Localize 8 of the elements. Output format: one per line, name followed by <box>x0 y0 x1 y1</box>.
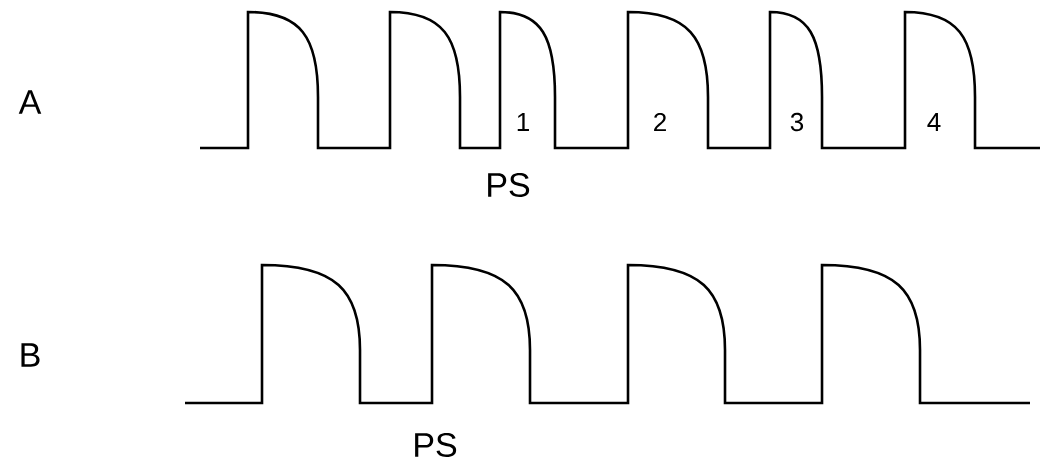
trace-label: A <box>18 90 42 114</box>
trace-label: 2 <box>654 112 666 132</box>
trace-label: 1 <box>517 113 529 131</box>
trace-label: PS <box>415 432 457 458</box>
trace-label: PS <box>488 172 530 198</box>
trace-label: B <box>21 343 40 367</box>
trace-label: 3 <box>790 112 804 132</box>
trace-label: 4 <box>927 113 941 131</box>
